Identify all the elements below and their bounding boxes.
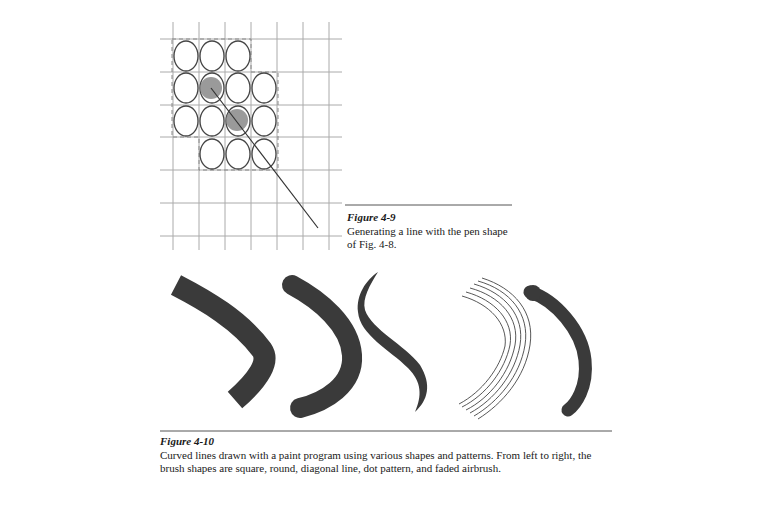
- figure-number: Figure 4-9: [347, 211, 517, 224]
- pen-outline: [172, 39, 278, 170]
- rule: [160, 431, 612, 432]
- dot-pattern-stroke: [459, 278, 531, 419]
- rule: [345, 205, 512, 206]
- diagonal-brush-stroke: [358, 272, 427, 412]
- figure-caption: Curved lines drawn with a paint program …: [160, 449, 610, 475]
- line-path: [211, 88, 318, 228]
- airbrush-blob: [525, 285, 541, 301]
- figure-caption: Generating a line with the pen shape of …: [347, 225, 517, 251]
- figure-number: Figure 4-10: [160, 435, 610, 448]
- pen-pixels: [174, 41, 276, 169]
- round-brush-stroke: [292, 285, 352, 408]
- square-brush-stroke: [176, 285, 264, 400]
- airbrush-stroke: [530, 292, 585, 410]
- pixel-grid: [160, 22, 342, 250]
